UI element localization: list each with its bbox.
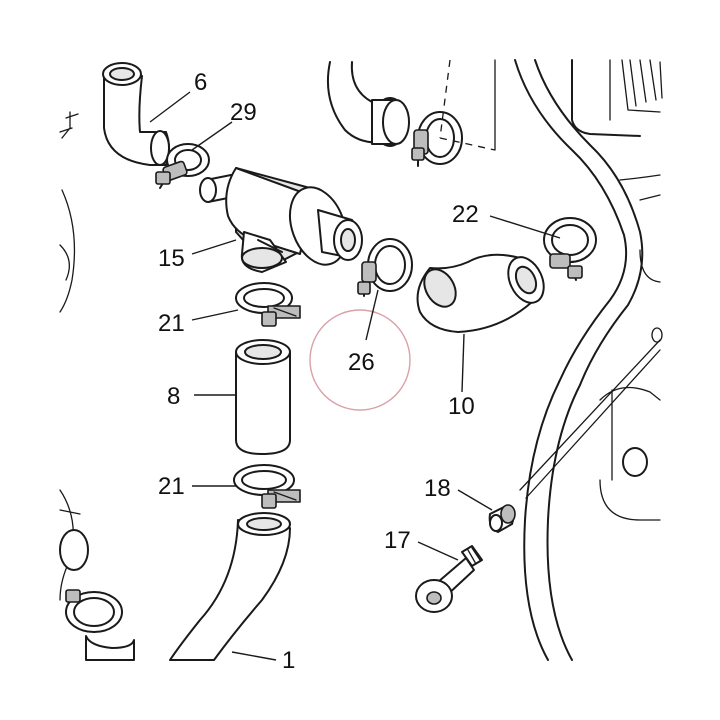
clamp-26 [357, 238, 413, 297]
callout-15: 15 [158, 245, 185, 272]
hose-10 [416, 253, 545, 333]
highlight-circle-26 [309, 309, 411, 411]
t-piece-15 [199, 167, 363, 273]
frame-right [514, 59, 663, 661]
callout-18: 18 [424, 475, 451, 502]
leader-lines [149, 91, 561, 661]
callout-8: 8 [167, 383, 180, 410]
partial-hose-top [326, 61, 410, 147]
callout-17: 17 [384, 527, 411, 554]
hose-8 [235, 339, 291, 455]
clamp-top [411, 111, 463, 167]
callout-29: 29 [230, 99, 257, 126]
dashed-guide-top [439, 59, 496, 151]
clamp-22 [543, 217, 597, 281]
rod-diagonal [519, 339, 661, 499]
partial-bracket-left [59, 111, 79, 313]
callout-21-upper: 21 [158, 310, 185, 337]
part-18-grommet [488, 504, 516, 533]
callout-1: 1 [282, 647, 295, 674]
callout-6: 6 [194, 69, 207, 96]
clamp-29 [155, 143, 210, 189]
clamp-21-upper [235, 282, 301, 327]
hose-6 [102, 62, 170, 166]
callout-26: 26 [348, 349, 375, 376]
hose-1 [169, 512, 291, 661]
part-17-bolt [415, 545, 483, 613]
partial-parts-bottom-left [59, 489, 135, 661]
clamp-21-lower [233, 464, 301, 509]
callout-22: 22 [452, 201, 479, 228]
callout-10: 10 [448, 393, 475, 420]
callout-21-lower: 21 [158, 473, 185, 500]
